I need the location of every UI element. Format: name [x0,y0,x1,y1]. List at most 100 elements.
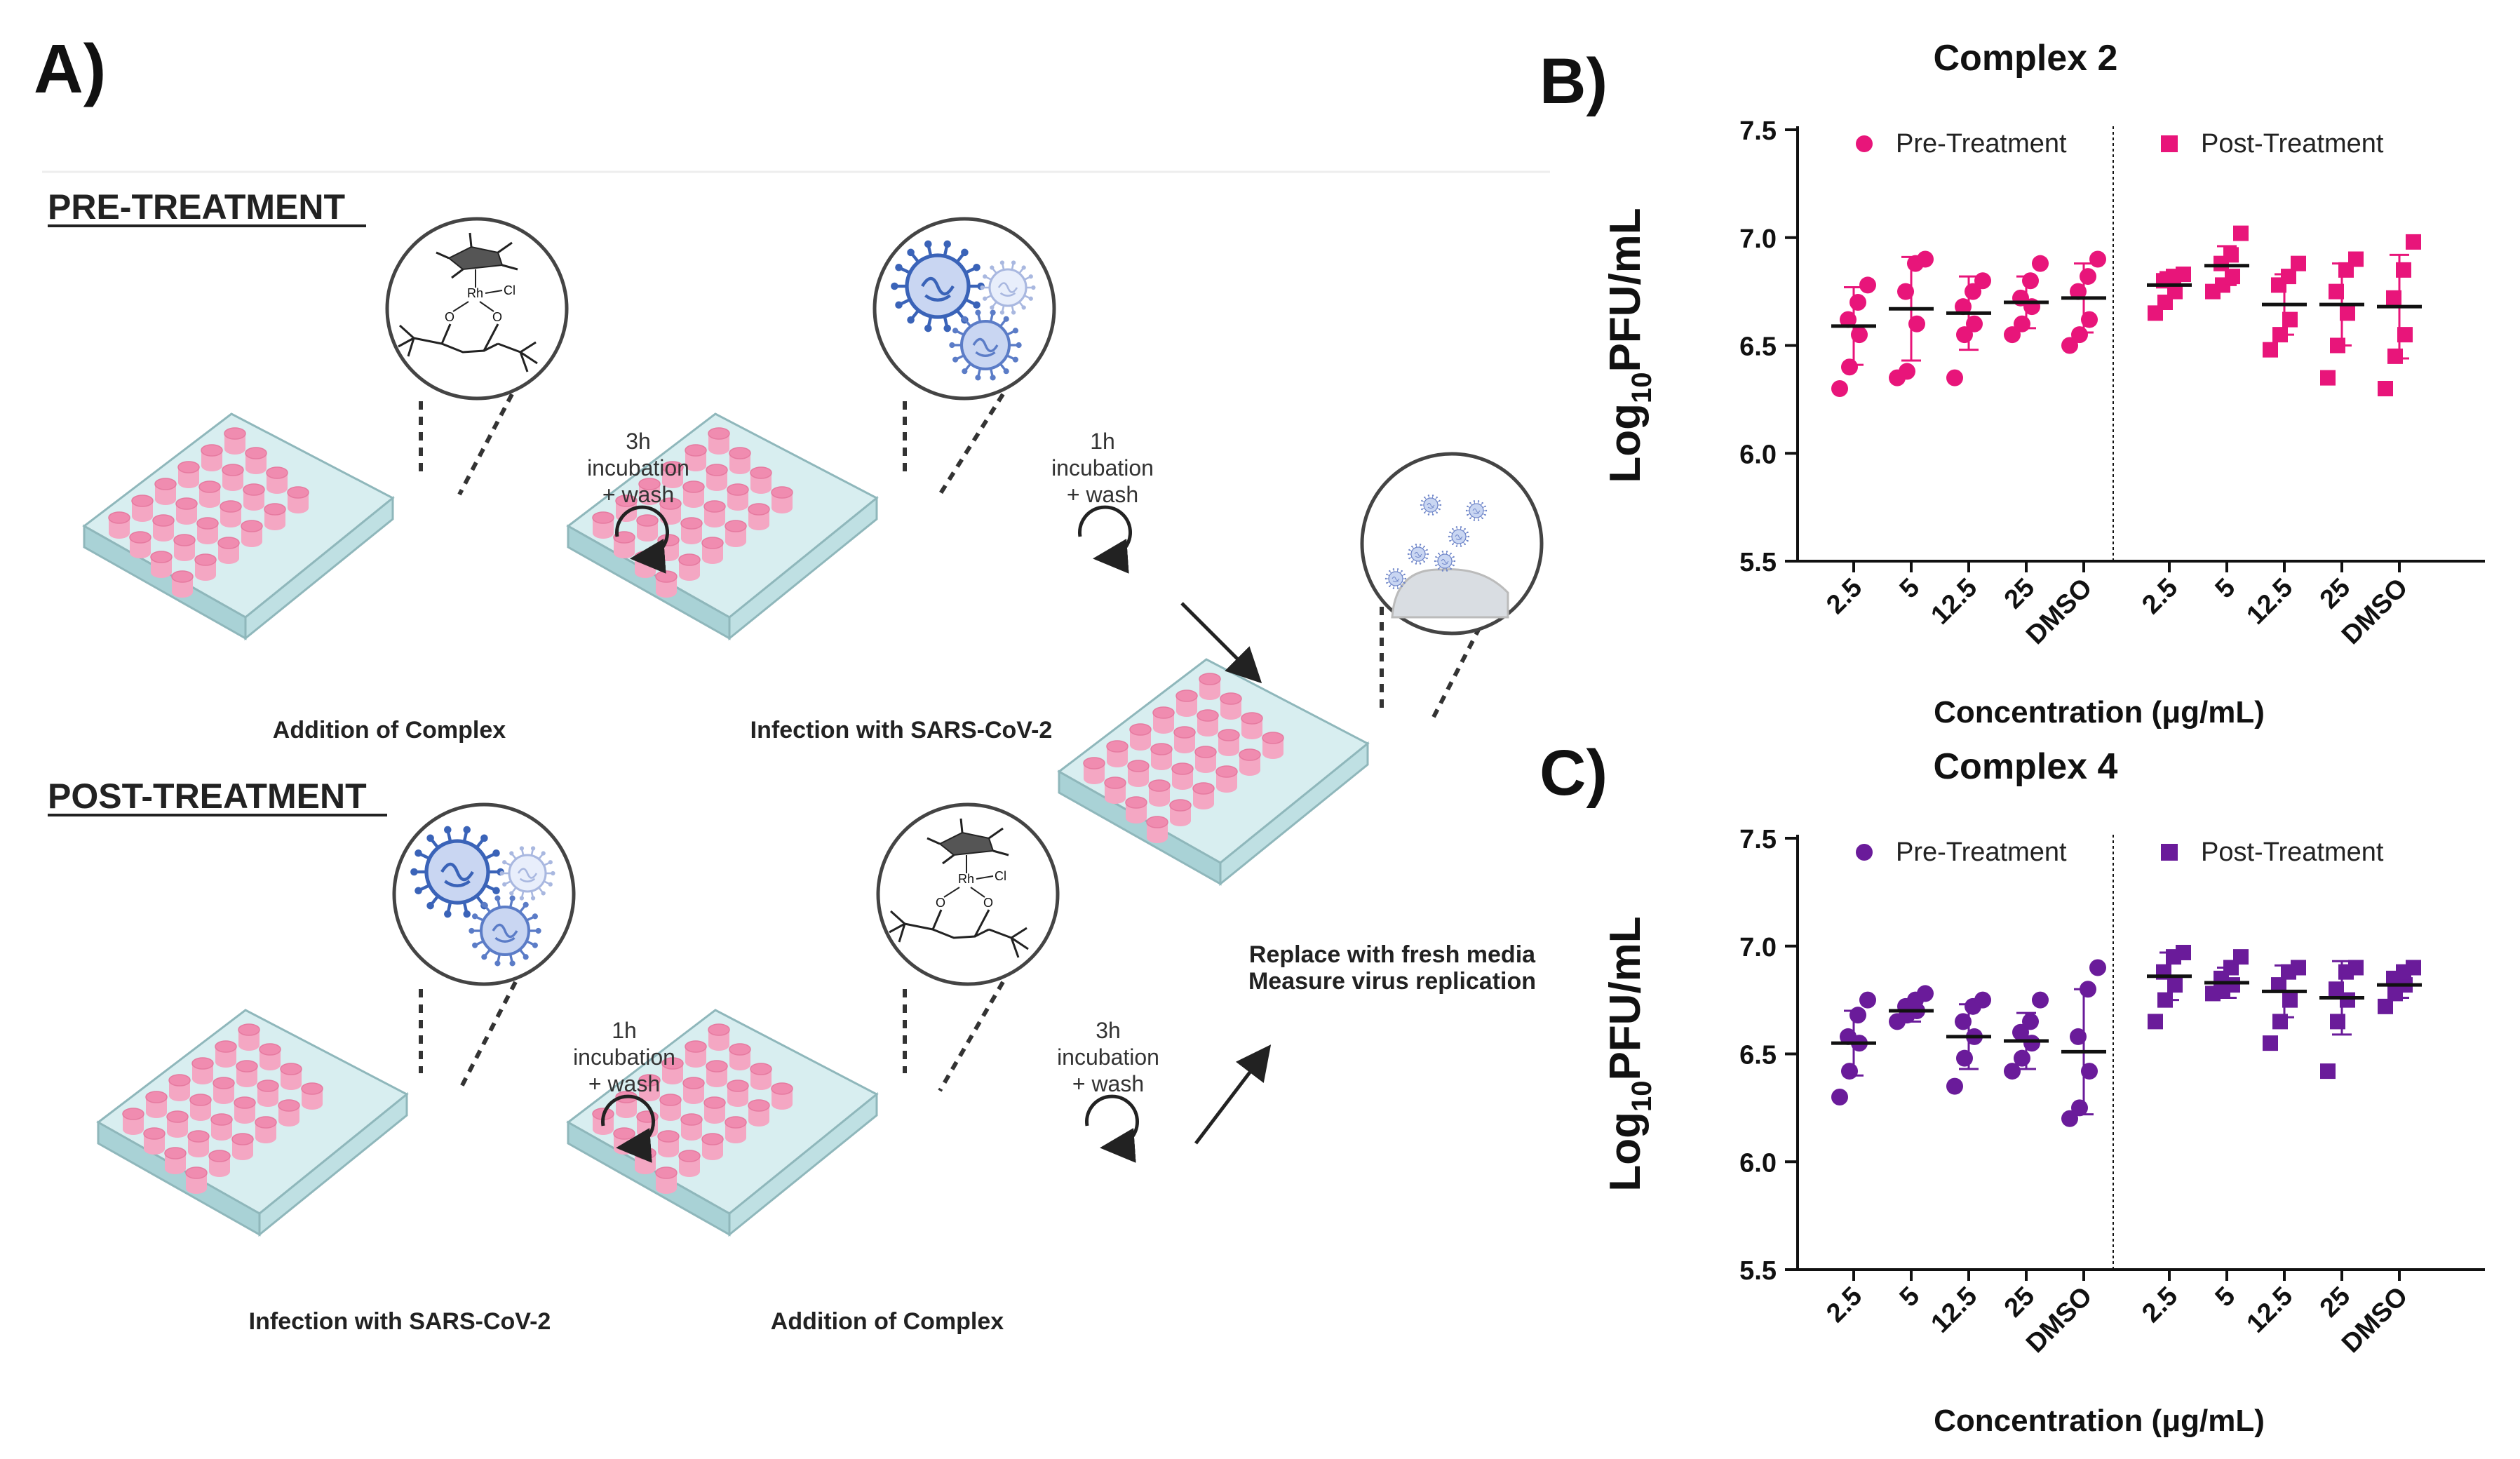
well [1171,762,1194,775]
x-axis-label: Concentration (μg/mL) [1934,695,2265,730]
well-plate-post-2 [566,1009,879,1237]
well [1192,782,1215,795]
data-point [1946,1077,1963,1095]
data-point [2070,1028,2087,1045]
data-point [2263,342,2278,358]
data-point [2080,981,2096,998]
data-point [2271,977,2286,993]
data-point [1859,276,1876,294]
data-point [1840,311,1857,328]
data-point [1974,991,1991,1009]
data-point [2022,272,2039,290]
well [224,427,246,440]
incubation-step-3: 1h incubation + wash [573,1018,675,1096]
well [210,1113,233,1126]
data-point [2023,1035,2040,1052]
data-point [2032,991,2049,1009]
sars-cov-2-virus-icon [410,826,555,967]
well [243,483,265,496]
x-tick-label: 5 [1894,573,1926,605]
well [150,551,173,563]
well [266,466,288,479]
well [208,1150,231,1162]
y-axis-label: Log10PFU/mL [1601,916,1657,1191]
well [592,511,614,524]
well [750,1063,772,1075]
chart-title: Complex 4 [1934,746,2118,787]
sars-cov-2-virus-icon [891,240,1036,381]
svg-text:incubation: incubation [587,455,689,480]
virion [1420,495,1442,516]
svg-text:incubation: incubation [1051,455,1154,480]
data-point [1956,326,1973,344]
well [638,478,661,490]
well [661,1057,684,1070]
data-point [2340,305,2355,321]
chart-title: Complex 2 [1934,38,2118,79]
virion [1448,526,1470,547]
data-point [2070,283,2087,300]
well [255,1116,277,1129]
incubation-step-4: 3h incubation + wash [1057,1018,1159,1096]
well [280,1063,302,1075]
well [1239,748,1261,761]
well [680,1113,703,1126]
data-point [2167,977,2183,993]
well [659,497,682,510]
well [748,1099,770,1112]
y-tick-label: 7.5 [1739,825,1777,854]
svg-text:3h: 3h [626,429,651,454]
caption-post-step-1: Infection with SARS-CoV-2 [249,1308,551,1335]
well [634,1147,656,1159]
x-tick-label: 2.5 [1821,573,1868,620]
x-tick-label: 5 [2210,1282,2242,1313]
x-axis-label: Concentration (μg/mL) [1934,1404,2265,1438]
data-point [2396,262,2411,278]
svg-text:O: O [936,896,945,910]
data-point [2282,311,2298,328]
data-point [2071,326,2088,344]
well [678,553,701,566]
virion [410,826,504,918]
rotate-arrow-icon [1085,1094,1140,1163]
data-point [2348,251,2364,267]
well [748,503,770,516]
data-point [2330,337,2345,354]
data-point [2330,1014,2345,1030]
x-tick-label: 5 [1894,1282,1926,1313]
data-point [2378,998,2393,1014]
svg-text:1h: 1h [612,1018,637,1043]
y-tick-label: 6.5 [1739,1041,1777,1070]
well [701,537,724,549]
zoom-circle-virus-pre [872,217,1056,496]
data-point [2080,268,2096,285]
virion [891,240,985,332]
well [191,1057,214,1070]
data-point [2176,267,2191,283]
well [164,1147,187,1159]
well [1104,776,1126,789]
well [727,483,749,496]
data-point [2148,1014,2163,1030]
data-point [2387,348,2403,364]
well-plate-pre-2 [566,412,879,641]
well [1220,692,1242,705]
well-plate-final [1057,658,1370,887]
data-point [2223,247,2239,263]
data-point [2291,255,2306,271]
well [638,1074,661,1087]
data-point [2014,1049,2030,1067]
x-tick-label: 2.5 [1821,1282,1868,1329]
x-tick-label: 25 [1999,1282,2041,1324]
data-point [2225,269,2240,285]
well [189,1094,212,1106]
data-point [2032,255,2049,272]
well [685,444,707,457]
svg-text:O: O [492,310,502,324]
data-point [1974,272,1991,290]
well [236,1060,258,1073]
